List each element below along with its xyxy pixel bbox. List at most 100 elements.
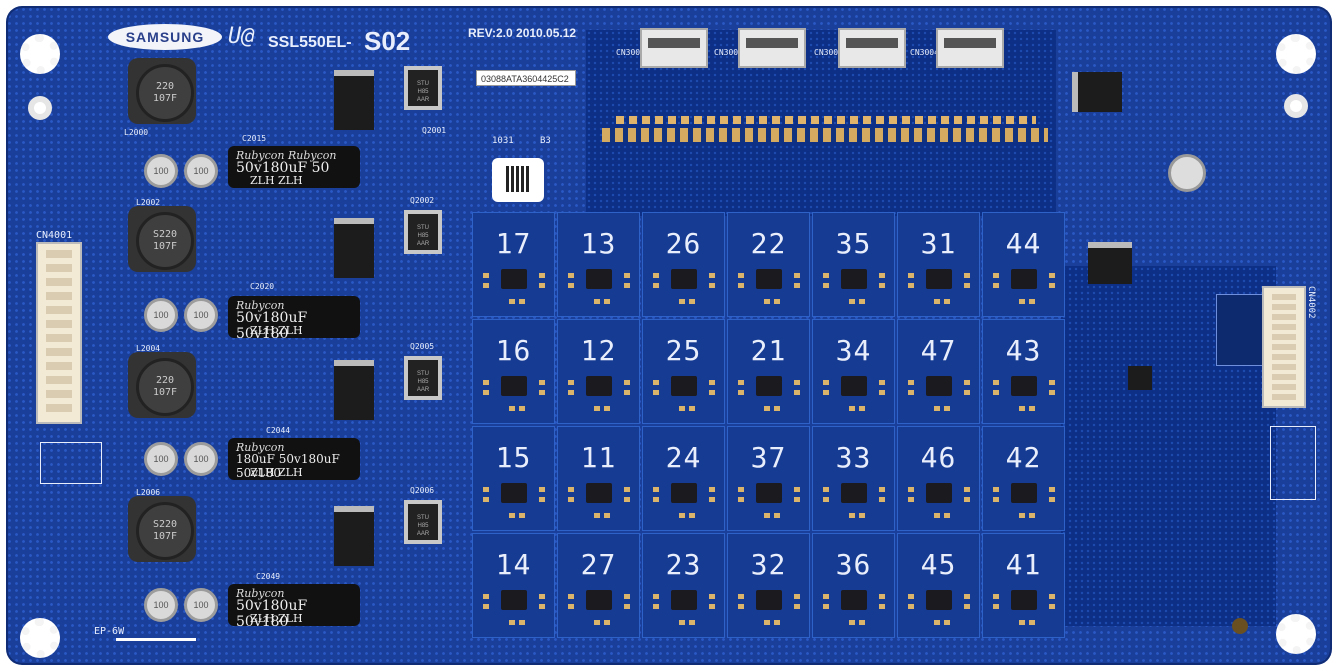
solder-pad (519, 620, 525, 625)
solder-pad (1049, 594, 1055, 599)
solder-pad (568, 594, 574, 599)
solder-pad (879, 283, 885, 288)
solder-pad (539, 604, 545, 609)
code-1031: 1031 (492, 136, 514, 146)
connector-cn4001[interactable] (36, 242, 82, 424)
solder-pad (624, 283, 630, 288)
led-channel-cell: 47 (897, 319, 980, 424)
channel-number: 33 (835, 441, 872, 474)
solder-pad (653, 594, 659, 599)
solder-pad (624, 594, 630, 599)
solder-pad (709, 604, 715, 609)
channel-number: 44 (1005, 227, 1042, 260)
solder-pad (709, 380, 715, 385)
connector-cn3003[interactable] (640, 28, 708, 68)
solder-pad (568, 487, 574, 492)
channel-mosfet (756, 483, 782, 503)
solder-pad (879, 604, 885, 609)
solder-pad (964, 273, 970, 278)
solder-pad (934, 620, 940, 625)
solder-pad (1019, 513, 1025, 518)
solder-pad (709, 283, 715, 288)
channel-mosfet (501, 483, 527, 503)
solder-pad (653, 497, 659, 502)
led-channel-cell: 15 (472, 426, 555, 531)
solder-pad (738, 594, 744, 599)
solder-pad (908, 273, 914, 278)
channel-number: 14 (495, 548, 532, 581)
solder-pad (679, 406, 685, 411)
led-channel-cell: 46 (897, 426, 980, 531)
led-channel-cell: 11 (557, 426, 640, 531)
channel-mosfet (756, 269, 782, 289)
barcode-sticker: 03088ATA3604425C2 (476, 70, 576, 86)
solder-pad (539, 594, 545, 599)
solder-pad (653, 283, 659, 288)
regulator-ic-2 (1088, 242, 1132, 284)
solder-pad (964, 604, 970, 609)
connector-cn4002[interactable] (1262, 286, 1306, 408)
solder-pad (993, 604, 999, 609)
mounting-hole-top-left (20, 34, 60, 74)
solder-pad (653, 380, 659, 385)
solder-pad (1049, 497, 1055, 502)
inductor-label-l2004: L2004 (136, 344, 161, 353)
channel-number: 42 (1005, 441, 1042, 474)
diode-d2003 (334, 506, 374, 566)
solder-pad (738, 273, 744, 278)
solder-pad (1029, 620, 1035, 625)
solder-pad (483, 273, 489, 278)
solder-pad (594, 513, 600, 518)
led-channel-cell: 35 (812, 212, 895, 317)
solder-pad (483, 390, 489, 395)
solder-pad (483, 604, 489, 609)
connector-cn3001[interactable] (738, 28, 806, 68)
channel-mosfet (501, 376, 527, 396)
solder-pad (859, 299, 865, 304)
solder-pad (849, 299, 855, 304)
left-legend-box (40, 442, 102, 484)
solder-pad (568, 283, 574, 288)
solder-pad (1019, 299, 1025, 304)
solder-pad (624, 380, 630, 385)
led-channel-cell: 23 (642, 533, 725, 638)
solder-pad (568, 604, 574, 609)
led-channel-cell: 13 (557, 212, 640, 317)
led-channel-cell: 42 (982, 426, 1065, 531)
solder-pad (568, 273, 574, 278)
solder-pad (539, 283, 545, 288)
solder-pad (1049, 390, 1055, 395)
solder-pad (908, 380, 914, 385)
solder-pad (879, 273, 885, 278)
inductor-label-l2002: L2002 (136, 198, 161, 207)
channel-number: 16 (495, 334, 532, 367)
solder-pad (679, 620, 685, 625)
pcb-board: SAMSUNG U@ SSL550EL- S02 REV:2.0 2010.05… (6, 6, 1332, 665)
solder-pad (794, 273, 800, 278)
solder-pad (539, 497, 545, 502)
solder-pad (509, 299, 515, 304)
solder-pad (944, 620, 950, 625)
control-ic (1216, 294, 1264, 366)
mosfet-label-q2001: Q2001 (422, 126, 447, 135)
led-channel-cell: 37 (727, 426, 810, 531)
solder-pad (1049, 283, 1055, 288)
channel-number: 26 (665, 227, 702, 260)
connector-cn3002[interactable] (838, 28, 906, 68)
channel-number: 41 (1005, 548, 1042, 581)
solder-pad (993, 497, 999, 502)
solder-pad (908, 594, 914, 599)
connector-cn3004[interactable] (936, 28, 1004, 68)
solder-pad (679, 299, 685, 304)
solder-pad (539, 380, 545, 385)
solder-pad (964, 390, 970, 395)
solder-pad (823, 594, 829, 599)
channel-number: 36 (835, 548, 872, 581)
led-channel-cell: 12 (557, 319, 640, 424)
mounting-hole-bottom-right (1276, 614, 1316, 654)
solder-pad (738, 390, 744, 395)
channel-mosfet (1011, 483, 1037, 503)
solder-pad (568, 380, 574, 385)
